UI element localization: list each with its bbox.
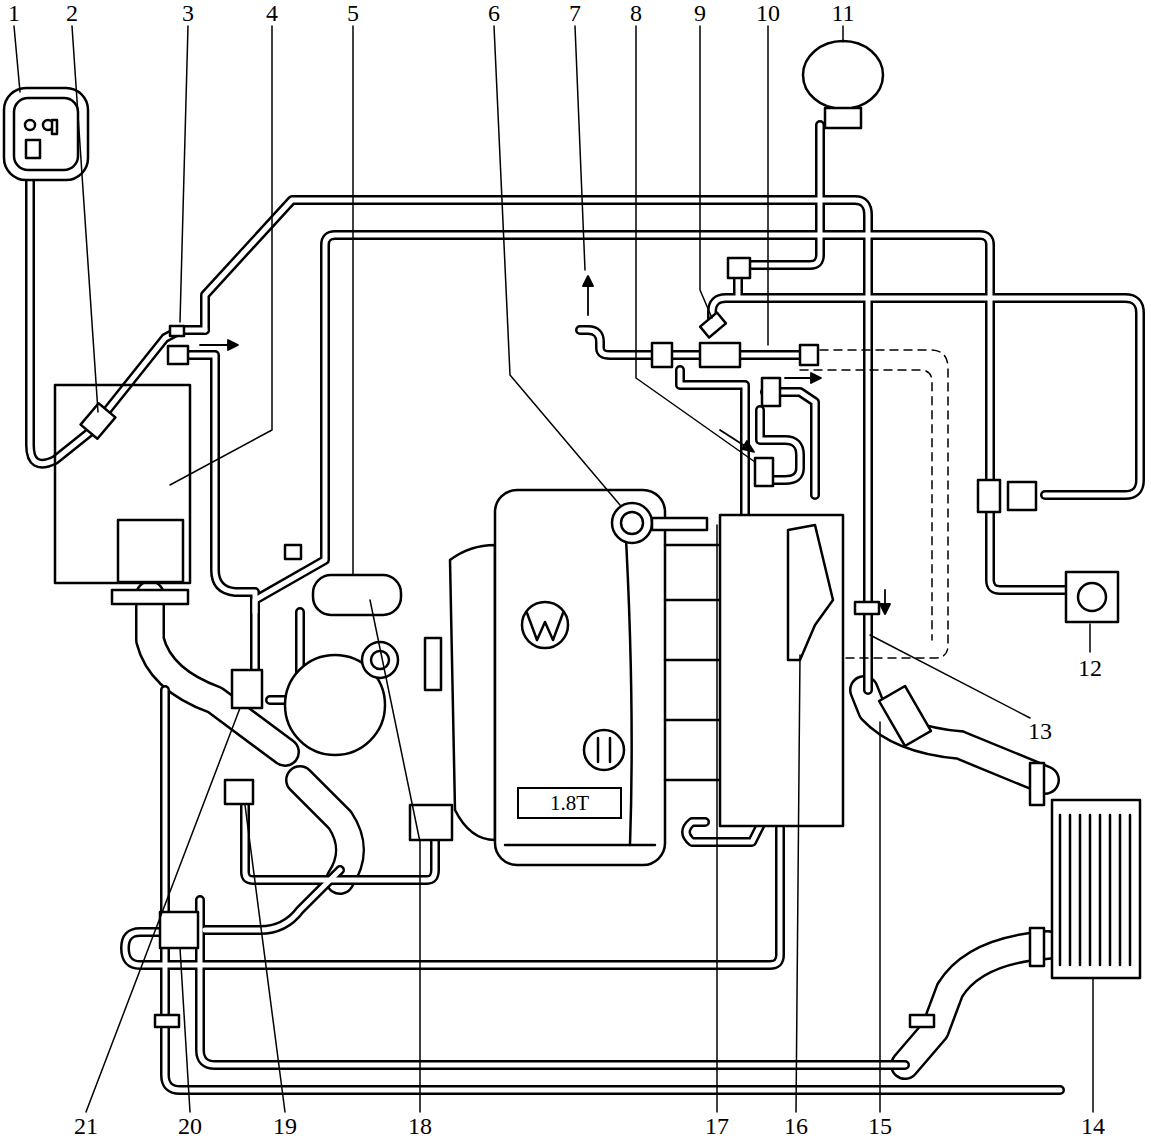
callout-number: 14 [1079, 1114, 1107, 1138]
callout-number: 4 [264, 1, 280, 25]
callout-number: 19 [271, 1114, 299, 1138]
callout-number: 17 [703, 1114, 731, 1138]
callout-number: 5 [345, 1, 361, 25]
callout-number: 11 [829, 1, 856, 25]
callout-number: 10 [754, 1, 782, 25]
callout-number: 2 [64, 1, 80, 25]
callout-number: 20 [176, 1114, 204, 1138]
badge-box: 1.8T [517, 787, 622, 819]
callout-number: 1 [6, 1, 22, 25]
callout-number: 18 [406, 1114, 434, 1138]
callout-number: 15 [866, 1114, 894, 1138]
callout-number: 13 [1026, 719, 1054, 743]
callout-number: 7 [567, 1, 583, 25]
callout-number: 8 [628, 1, 644, 25]
callout-number: 6 [486, 1, 502, 25]
callout-number: 12 [1076, 656, 1104, 680]
callout-number: 9 [692, 1, 708, 25]
callout-number: 3 [180, 1, 196, 25]
callout-number: 16 [782, 1114, 810, 1138]
badge-text: 1.8T [550, 793, 589, 814]
callout-number: 21 [72, 1114, 100, 1138]
